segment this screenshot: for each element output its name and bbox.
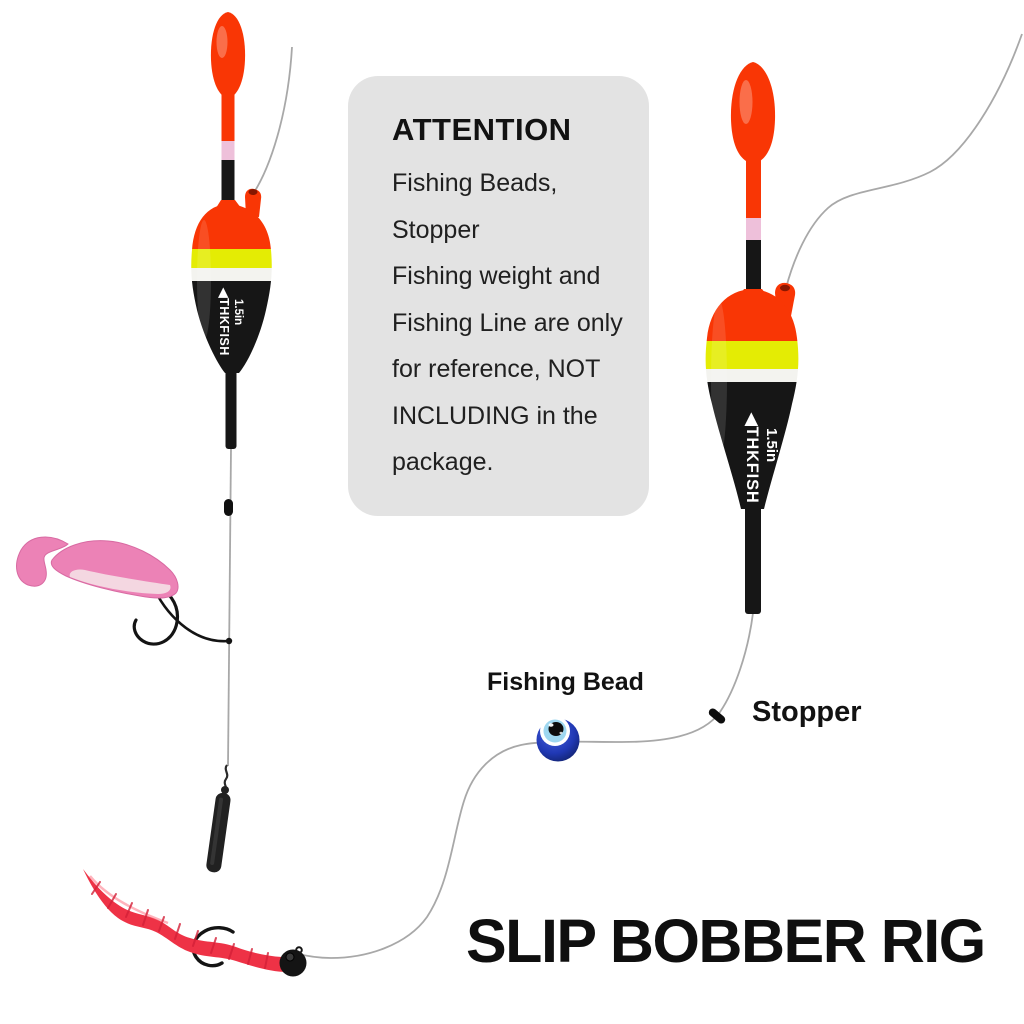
fishing-line-main-top [785,33,1023,289]
attention-line: Fishing weight and [392,262,601,290]
bead-glint-small [559,731,563,735]
jig-head [279,949,307,977]
stem-red-band [221,94,235,141]
bobber-left-bulb [210,12,246,99]
bobber-right-bulb [730,62,776,164]
fishing-bead-label: Fishing Bead [487,668,644,696]
bead-glint [548,723,554,727]
stem-pink-band [221,141,235,160]
size-text: 1.5in [232,299,244,325]
soft-lure-pink [16,536,233,646]
stem-red-band [746,160,761,218]
bulb-highlight [739,80,753,124]
body-highlight [711,300,727,460]
body-yellow-band [705,341,799,369]
brand-text: ◀THKFISH [217,287,231,356]
attention-line: Fishing Beads, [392,169,558,197]
worm-ribs [91,881,269,969]
attention-box: ATTENTION Fishing Beads, Stopper Fishing… [348,76,649,516]
body-yellow-band [191,249,272,268]
worm-red-jig [83,869,307,977]
lure-tail [16,536,69,587]
bulb-highlight [216,26,228,58]
stopper-bead-left [224,499,233,516]
worm-body [83,869,290,972]
brand-text: ◀THKFISH [743,412,761,504]
attention-line: Stopper [392,215,480,244]
attention-line: package. [392,448,494,476]
bobber-left-lower-stem [225,370,237,449]
bobber-right-lower-stem [745,506,761,614]
attention-heading: ATTENTION [392,112,572,147]
bobber-left: ◀THKFISH 1.5in [191,12,272,449]
attention-line: for reference, NOT [392,355,601,383]
lure-hook [132,580,180,646]
line-knot [225,637,233,645]
attention-line: Fishing Line are only [392,308,623,337]
fishing-line-left-top [252,46,293,195]
stopper-label: Stopper [752,696,862,728]
bobber-right: ◀THKFISH 1.5in [705,62,799,614]
worm-highlight [89,875,169,925]
jig-head-eye [285,952,295,962]
size-text: 1.5in [763,428,780,462]
weight-eye [221,786,229,794]
line-tube [245,188,262,217]
page-title: SLIP BOBBER RIG [466,907,986,975]
body-highlight [197,220,211,340]
stem-black-band [746,240,761,289]
weight-highlight [210,797,224,866]
tube-hole [780,284,790,292]
tube-hole [248,189,258,195]
body-white-band [705,369,799,382]
attention-line: INCLUDING in the [392,401,598,430]
fishing-line-left-bottom [227,447,232,767]
stopper-bead-main [708,708,726,724]
fishing-bead [536,716,580,762]
stem-pink-band [746,218,761,240]
pencil-weight [206,764,231,873]
jig-line-tie [295,946,303,954]
stem-black-band [221,160,235,200]
body-white-band [191,268,272,281]
lure-pearl-belly [69,569,171,594]
